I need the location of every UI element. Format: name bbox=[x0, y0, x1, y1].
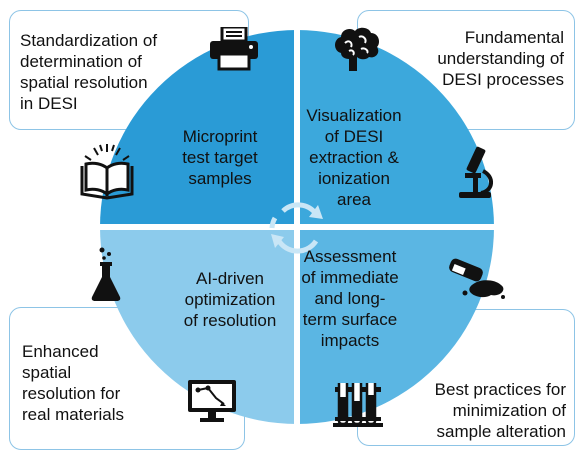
brain-icon bbox=[335, 27, 379, 72]
quad-tr-line-2: of DESI bbox=[324, 127, 384, 146]
quad-tr-line-3: extraction & bbox=[309, 148, 399, 167]
quadrant-top-right bbox=[297, 30, 494, 227]
flask-icon bbox=[91, 247, 121, 301]
quad-tl-line-3: samples bbox=[188, 169, 252, 188]
corner-bl-line-1: Enhanced bbox=[22, 342, 99, 361]
corner-br-line-1: Best practices for bbox=[434, 380, 566, 399]
quad-br-line-4: term surface bbox=[302, 310, 398, 329]
quadrant-text-top-left: Microprint test target samples bbox=[165, 126, 275, 189]
quad-tr-line-4: ionization bbox=[318, 169, 390, 188]
quad-bl-line-1: AI-driven bbox=[195, 269, 265, 288]
computer-icon bbox=[188, 380, 236, 422]
book-icon bbox=[80, 144, 134, 200]
corner-text-bottom-right: Best practices for minimization of sampl… bbox=[410, 379, 566, 442]
corner-tr-line-2: understanding of bbox=[437, 49, 564, 68]
corner-tl-line-1: Standardization of bbox=[20, 31, 158, 50]
quadrant-bottom-right bbox=[297, 227, 494, 424]
corner-tl-line-3: spatial resolution bbox=[20, 73, 148, 92]
quadrant-text-bottom-left: AI-driven optimization of resolution bbox=[170, 268, 290, 331]
quad-br-line-1: Assessment bbox=[303, 247, 397, 266]
corner-text-bottom-left: Enhanced spatial resolution for real mat… bbox=[22, 341, 124, 425]
quadrant-text-bottom-right: Assessment of immediate and long- term s… bbox=[296, 246, 404, 351]
quad-tr-line-1: Visualization bbox=[306, 106, 402, 125]
corner-text-top-right: Fundamental understanding of DESI proces… bbox=[416, 27, 564, 90]
quad-tr-line-5: area bbox=[336, 190, 372, 209]
corner-br-line-2: minimization of bbox=[452, 401, 566, 420]
test-tubes-icon bbox=[333, 383, 383, 427]
quad-bl-line-3: of resolution bbox=[183, 311, 277, 330]
corner-tl-line-4: in DESI bbox=[20, 94, 78, 113]
spill-icon bbox=[449, 258, 505, 299]
corner-text-top-left: Standardization of determination of spat… bbox=[20, 30, 157, 114]
corner-br-line-3: sample alteration bbox=[436, 422, 566, 441]
quad-br-line-2: of immediate bbox=[301, 268, 399, 287]
printer-icon bbox=[210, 27, 258, 71]
quad-br-line-3: and long- bbox=[314, 289, 386, 308]
corner-tr-line-3: DESI processes bbox=[442, 70, 564, 89]
quadrant-text-top-right: Visualization of DESI extraction & ioniz… bbox=[300, 105, 408, 210]
corner-bl-line-2: spatial bbox=[22, 363, 72, 382]
quadrant-bottom-left bbox=[100, 227, 297, 424]
quad-tl-line-1: Microprint bbox=[182, 127, 258, 146]
quad-tl-line-2: test target bbox=[182, 148, 258, 167]
corner-tr-line-1: Fundamental bbox=[464, 28, 564, 47]
quad-bl-line-2: optimization bbox=[184, 290, 276, 309]
corner-bl-line-3: resolution for bbox=[22, 384, 121, 403]
microscope-icon bbox=[459, 146, 493, 198]
corner-bl-line-4: real materials bbox=[22, 405, 125, 424]
quadrant-top-left bbox=[100, 30, 297, 227]
corner-tl-line-2: determination of bbox=[20, 52, 142, 71]
quad-br-line-5: impacts bbox=[320, 331, 380, 350]
